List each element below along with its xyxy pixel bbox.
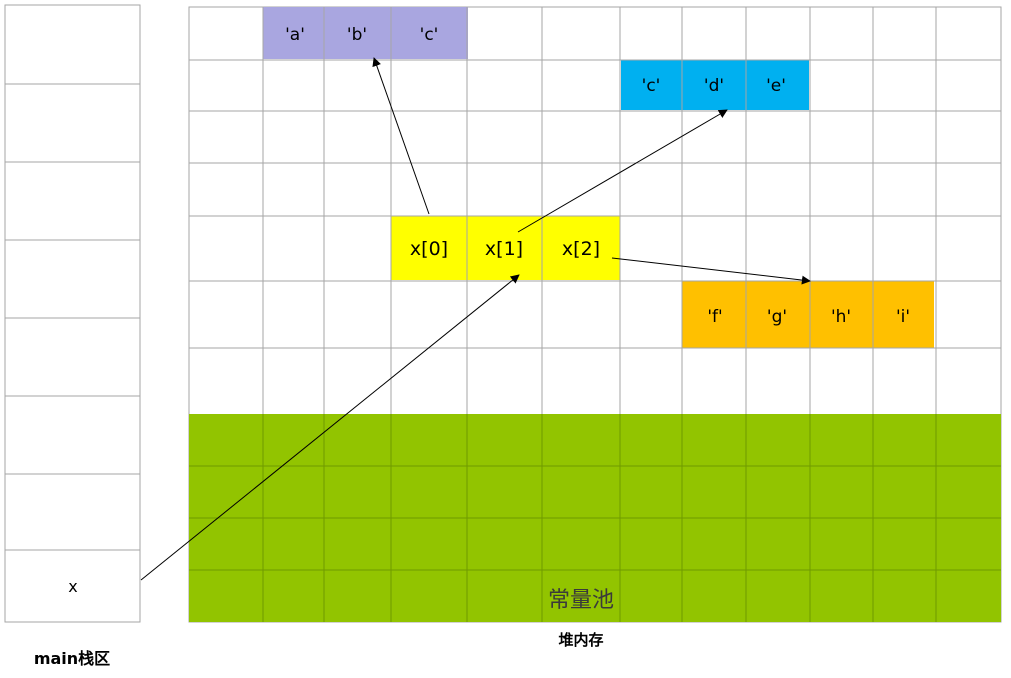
char-cell-e: 'e' (766, 76, 786, 96)
char-array-cde-labels: 'c' 'd' 'e' (642, 76, 786, 96)
char-array-abc (263, 7, 468, 59)
char-array-cde-fill (621, 60, 809, 110)
heap-label: 堆内存 (558, 631, 603, 649)
stack-label: main栈区 (34, 649, 110, 668)
char-cell-b: 'b' (347, 25, 367, 45)
char-cell-g: 'g' (767, 307, 787, 327)
array-element-x0: x[0] (410, 238, 448, 260)
char-array-abc-labels: 'a' 'b' 'c' (285, 25, 438, 45)
array-x-fill (391, 216, 620, 280)
stack-variable-x: x (68, 577, 77, 596)
arrow-x2-to-fghi (611, 257, 811, 285)
array-element-x1: x[1] (485, 238, 523, 260)
arrow-x-to-array (140, 274, 520, 581)
char-array-fghi-labels: 'f' 'g' 'h' 'i' (707, 307, 910, 327)
constant-pool-label: 常量池 (548, 588, 614, 613)
char-array-fghi-fill (682, 281, 934, 348)
char-array-fghi (682, 281, 934, 348)
array-x (391, 216, 620, 280)
char-array-cde (621, 60, 809, 110)
char-cell-a: 'a' (285, 25, 305, 45)
char-cell-f: 'f' (707, 307, 722, 327)
arrow-x1-to-cde (517, 109, 728, 233)
char-cell-c: 'c' (642, 76, 661, 96)
char-cell-c: 'c' (420, 25, 439, 45)
char-cell-d: 'd' (704, 76, 724, 96)
stack-frame (4, 4, 141, 623)
array-element-x2: x[2] (562, 238, 600, 260)
array-x-labels: x[0] x[1] x[2] (410, 238, 600, 260)
arrow-x0-to-abc (372, 57, 430, 215)
reference-arrows (140, 57, 811, 581)
char-cell-i: 'i' (896, 307, 910, 327)
heap-grid-lines (189, 7, 1001, 622)
char-cell-h: 'h' (831, 307, 851, 327)
char-array-abc-fill (263, 7, 468, 59)
stack-area: x (4, 4, 141, 623)
